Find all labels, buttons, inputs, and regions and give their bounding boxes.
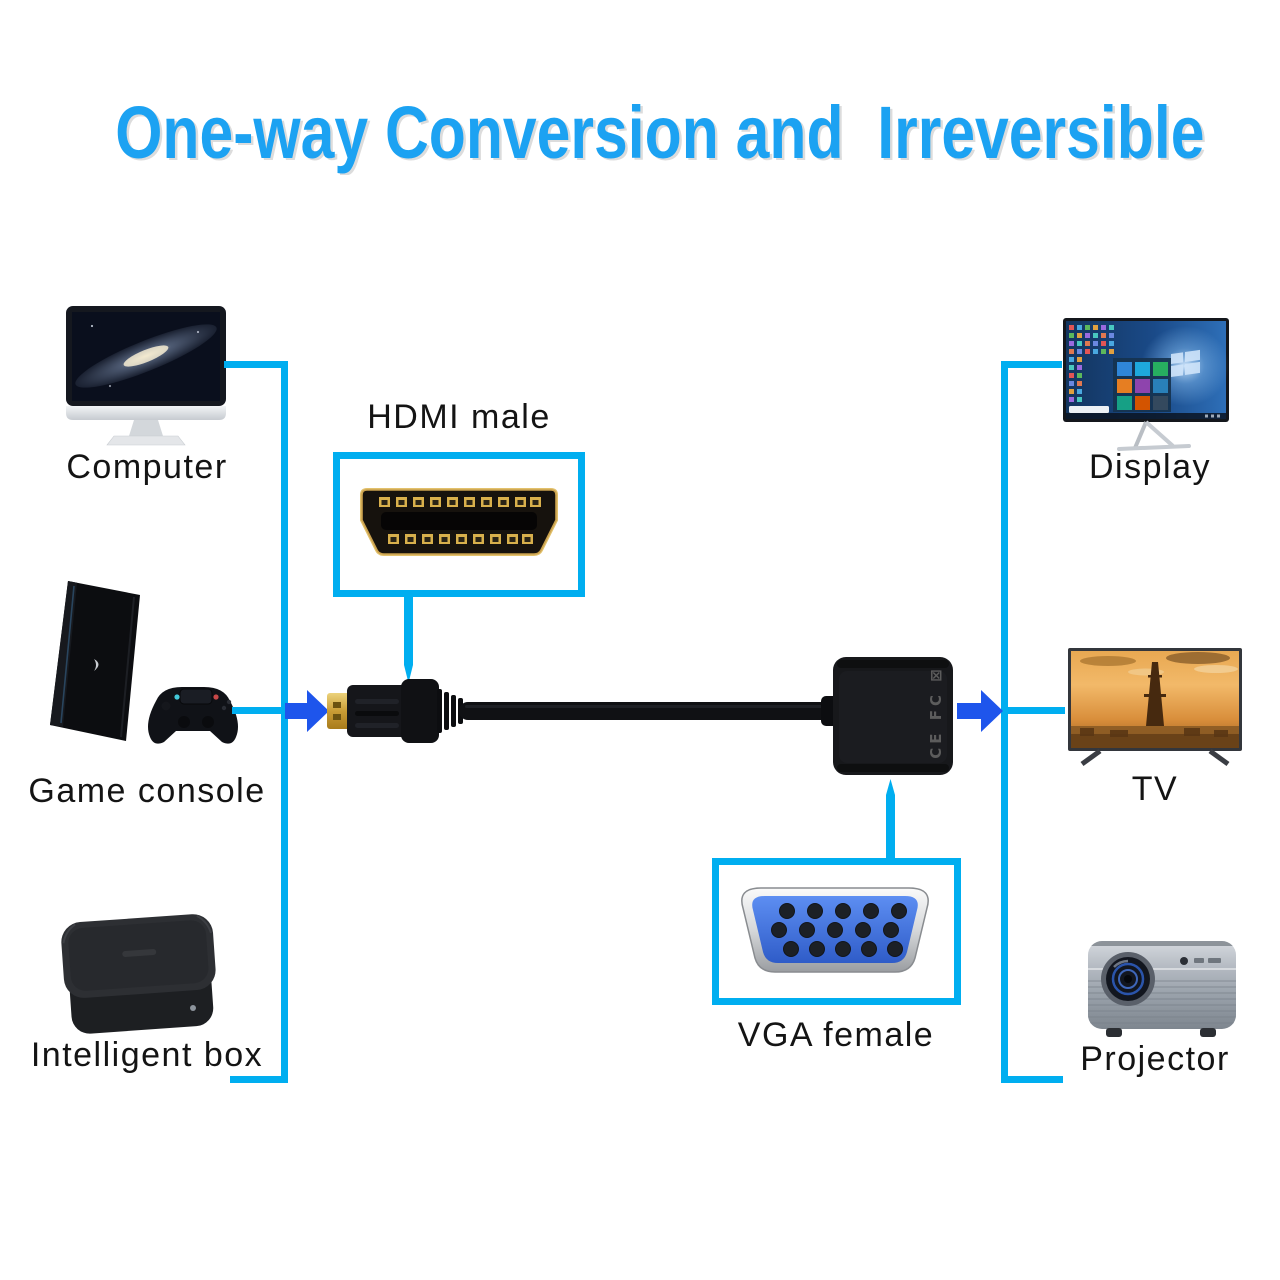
- game-console-icon: [50, 581, 238, 744]
- vga-callout-pointer: [886, 779, 895, 861]
- adapter-certification-marks: CE FC ⊠: [927, 665, 945, 759]
- flow-arrow-left-icon: [285, 690, 329, 732]
- projector-label: Projector: [1080, 1040, 1230, 1078]
- connector-line-computer: [224, 361, 288, 368]
- page-title: One-way Conversion and Irreversible: [115, 91, 1205, 174]
- computer-icon: [66, 306, 226, 446]
- hdmi-male-label: HDMI male: [367, 398, 551, 436]
- display-icon: [1063, 318, 1229, 451]
- tv-label: TV: [1131, 770, 1179, 808]
- game-console-label: Game console: [28, 772, 266, 810]
- intelligent-box-icon: [61, 914, 216, 1034]
- connector-line-display: [1008, 361, 1062, 368]
- display-label: Display: [1089, 448, 1211, 486]
- connector-line-left-vertical: [281, 361, 288, 1083]
- intelligent-box-label: Intelligent box: [30, 1036, 264, 1074]
- connector-line-tv: [1008, 707, 1065, 714]
- connector-line-right-vertical: [1001, 361, 1008, 1083]
- connector-line-console: [232, 707, 281, 714]
- hdmi-male-connector-icon: [360, 488, 558, 556]
- flow-arrow-right-icon: [957, 690, 1003, 732]
- vga-female-connector-icon: [741, 887, 929, 973]
- tv-icon: [1068, 648, 1242, 767]
- hdmi-vga-adapter-icon: [327, 657, 953, 775]
- connector-line-right-hook: [1001, 1076, 1063, 1083]
- computer-label: Computer: [66, 448, 228, 486]
- connector-line-left-hook: [230, 1076, 288, 1083]
- hdmi-callout-pointer: [404, 597, 413, 683]
- vga-female-label: VGA female: [737, 1016, 935, 1054]
- projector-icon: [1088, 941, 1236, 1037]
